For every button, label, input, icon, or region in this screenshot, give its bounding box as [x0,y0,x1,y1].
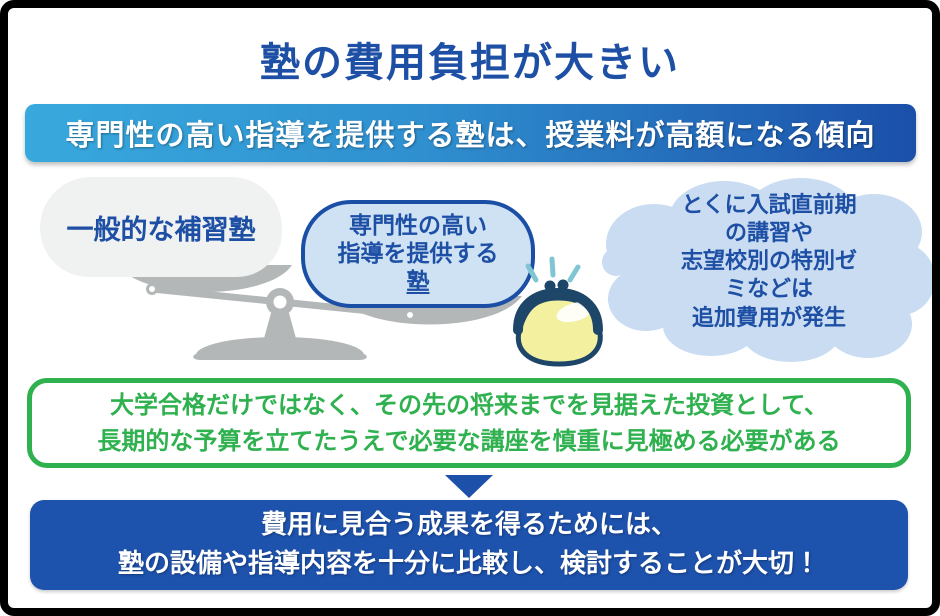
thought-cloud-shape [602,178,935,362]
right-bubble: 専門性の高い 指導を提供する 塾 [301,200,535,308]
cloud-line: 志望校別の特別ゼ [680,249,857,275]
left-bubble: 一般的な補習塾 [40,177,282,277]
purse-clasp-ball [557,279,569,291]
headline-banner: 専門性の高い指導を提供する塾は、授業料が高額になる傾向 [25,104,916,162]
scale-left-ring [146,283,158,295]
right-bubble-line2: 指導を提供する [337,240,499,267]
conclusion-box: 費用に見合う成果を得るためには、 塾の設備や指導内容を十分に比較し、検討すること… [30,500,908,590]
advice-box: 大学合格だけではなく、その先の将来までを見据えた投資として、 長期的な予算を立て… [27,378,911,468]
advice-line2: 長期的な予算を立てたうえで必要な講座を慎重に見極める必要がある [97,427,841,455]
left-bubble-label: 一般的な補習塾 [66,214,256,246]
thought-cloud: とくに入試直前期 の講習や 志望校別の特別ゼ ミなどは 追加費用が発生 [596,174,936,366]
purse-clasp-ball [544,280,556,292]
scale-pivot-center [273,295,287,309]
cloud-line: とくに入試直前期 [681,193,857,218]
cloud-line: 追加費用が発生 [691,305,846,331]
cloud-line: の講習や [724,221,813,247]
purse-frame [513,287,603,335]
scale-right-ring [404,309,416,321]
conclusion-line1: 費用に見合う成果を得るためには、 [260,510,677,540]
scale-column [263,313,297,342]
sparkle-icon [525,256,581,283]
cloud-line: ミなどは [724,277,813,303]
scale-base [193,337,367,360]
right-bubble-line3: 塾 [406,269,430,296]
page-title: 塾の費用負担が大きい [260,40,680,86]
coin-purse-icon [513,256,603,367]
thought-cloud-text: とくに入試直前期 の講習や 志望校別の特別ゼ ミなどは 追加費用が発生 [614,192,924,333]
right-bubble-line1: 専門性の高い [349,212,487,239]
down-arrow-icon [445,475,493,498]
headline-banner-text: 専門性の高い指導を提供する塾は、授業料が高額になる傾向 [65,118,876,152]
conclusion-line2: 塾の設備や指導内容を十分に比較し、検討することが大切！ [117,549,820,579]
advice-line1: 大学合格だけではなく、その先の将来までを見据えた投資として、 [109,391,829,419]
comparison-stage: 一般的な補習塾 専門性の高い 指導を提供する 塾 [0,170,940,386]
